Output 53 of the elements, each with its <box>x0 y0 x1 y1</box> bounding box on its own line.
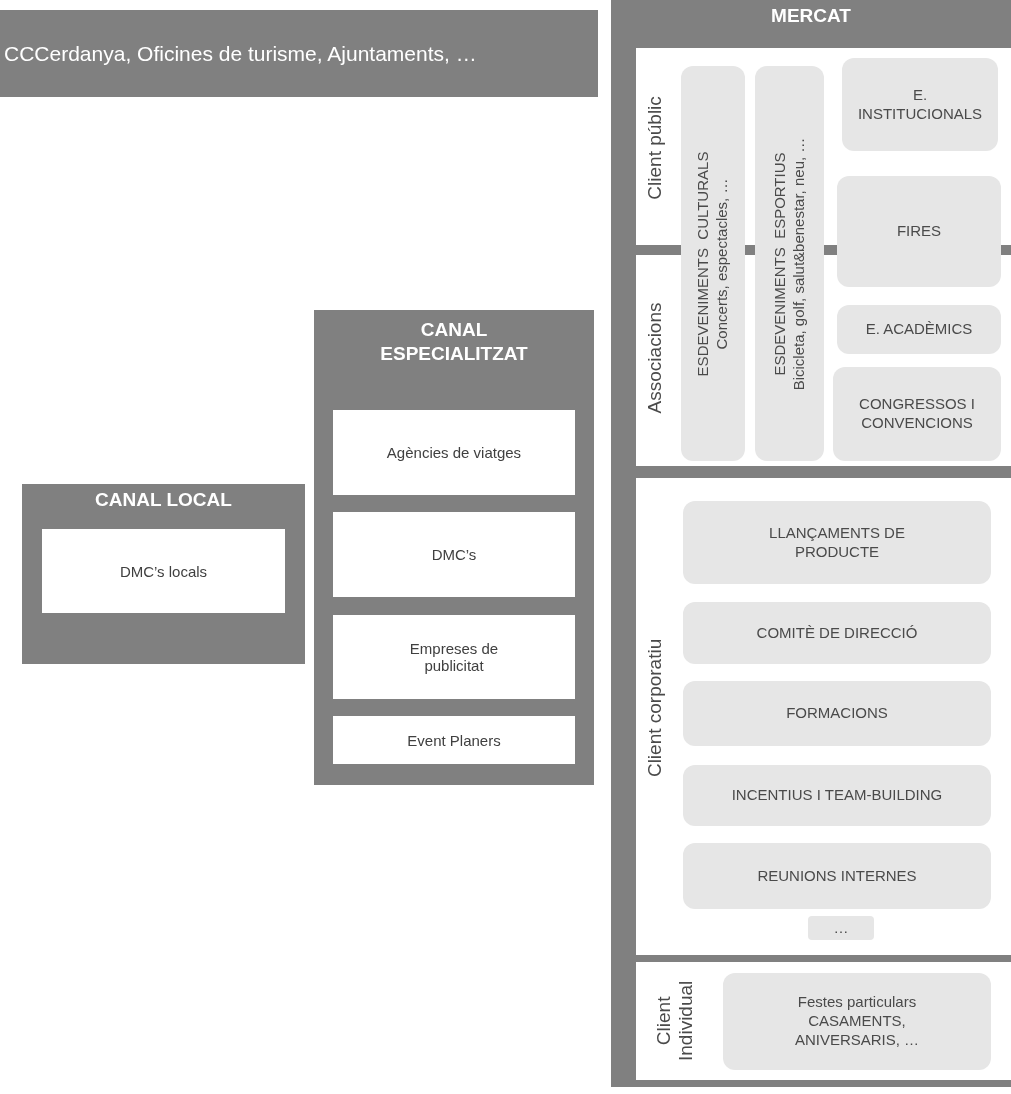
panel-box <box>611 0 1011 1087</box>
channel-box <box>333 615 575 699</box>
panel-heading: CANAL ESPECIALITZAT <box>379 318 529 366</box>
category-box <box>683 501 991 584</box>
section-label: Client corporatiu <box>644 637 666 780</box>
category-box <box>837 176 1001 287</box>
box-label: Event Planers <box>407 731 501 749</box>
section-panel <box>636 48 1011 466</box>
box-label: CCCerdanya, Oficines de turisme, Ajuntaments, … <box>4 41 477 66</box>
category-box <box>837 305 1001 354</box>
box-label: FORMACIONS <box>786 704 888 723</box>
channel-box <box>333 716 575 764</box>
box-label: Agències de viatges <box>386 444 522 461</box>
box-label: CONGRESSOS I CONVENCIONS <box>858 395 976 433</box>
panel-box <box>314 310 594 785</box>
section-panel <box>636 962 1011 1080</box>
category-box <box>683 602 991 664</box>
category-box <box>833 367 1001 461</box>
channel-box <box>333 410 575 495</box>
category-box <box>842 58 998 151</box>
box-label: LLANÇAMENTS DE PRODUCTE <box>768 523 906 562</box>
category-box <box>683 765 991 826</box>
category-examples: Bicicleta, golf, salut&benestar, neu, … <box>789 137 808 390</box>
channel-box <box>333 512 575 597</box>
category-title: ESDEVENIMENTS ESPORTIUS <box>770 150 789 378</box>
box-label: Empreses de publicitat <box>408 640 500 674</box>
box-label: FIRES <box>896 222 942 241</box>
box-label: INCENTIUS I TEAM-BUILDING <box>731 786 943 805</box>
category-title: ESDEVENIMENTS CULTURALS <box>694 151 713 376</box>
box-label: REUNIONS INTERNES <box>757 866 917 886</box>
category-box <box>755 66 824 461</box>
channel-box <box>42 529 285 613</box>
box-label: E. INSTITUCIONALS <box>856 85 984 124</box>
category-box <box>683 681 991 746</box>
category-box <box>723 973 991 1070</box>
panel-heading: MERCAT <box>770 4 852 28</box>
section-label: Client Individual <box>652 979 696 1063</box>
category-box <box>808 916 874 940</box>
box-label: E. ACADÈMICS <box>865 320 973 339</box>
section-panel <box>636 478 1011 955</box>
panel-box <box>22 484 305 664</box>
box-label: Festes particulars CASAMENTS, ANIVERSARIS, … <box>793 993 921 1050</box>
section-label: Associacions <box>644 301 666 416</box>
box-label: DMC’s <box>431 546 477 563</box>
banner-box <box>0 10 598 97</box>
category-box <box>681 66 745 461</box>
category-box <box>683 843 991 909</box>
box-label: COMITÈ DE DIRECCIÓ <box>756 623 918 643</box>
category-examples: Concerts, espectacles, … <box>713 177 731 351</box>
box-label: DMC’s locals <box>119 562 208 580</box>
panel-heading: CANAL LOCAL <box>94 488 233 512</box>
section-label: Client públic <box>644 95 666 202</box>
box-label: … <box>833 918 849 938</box>
